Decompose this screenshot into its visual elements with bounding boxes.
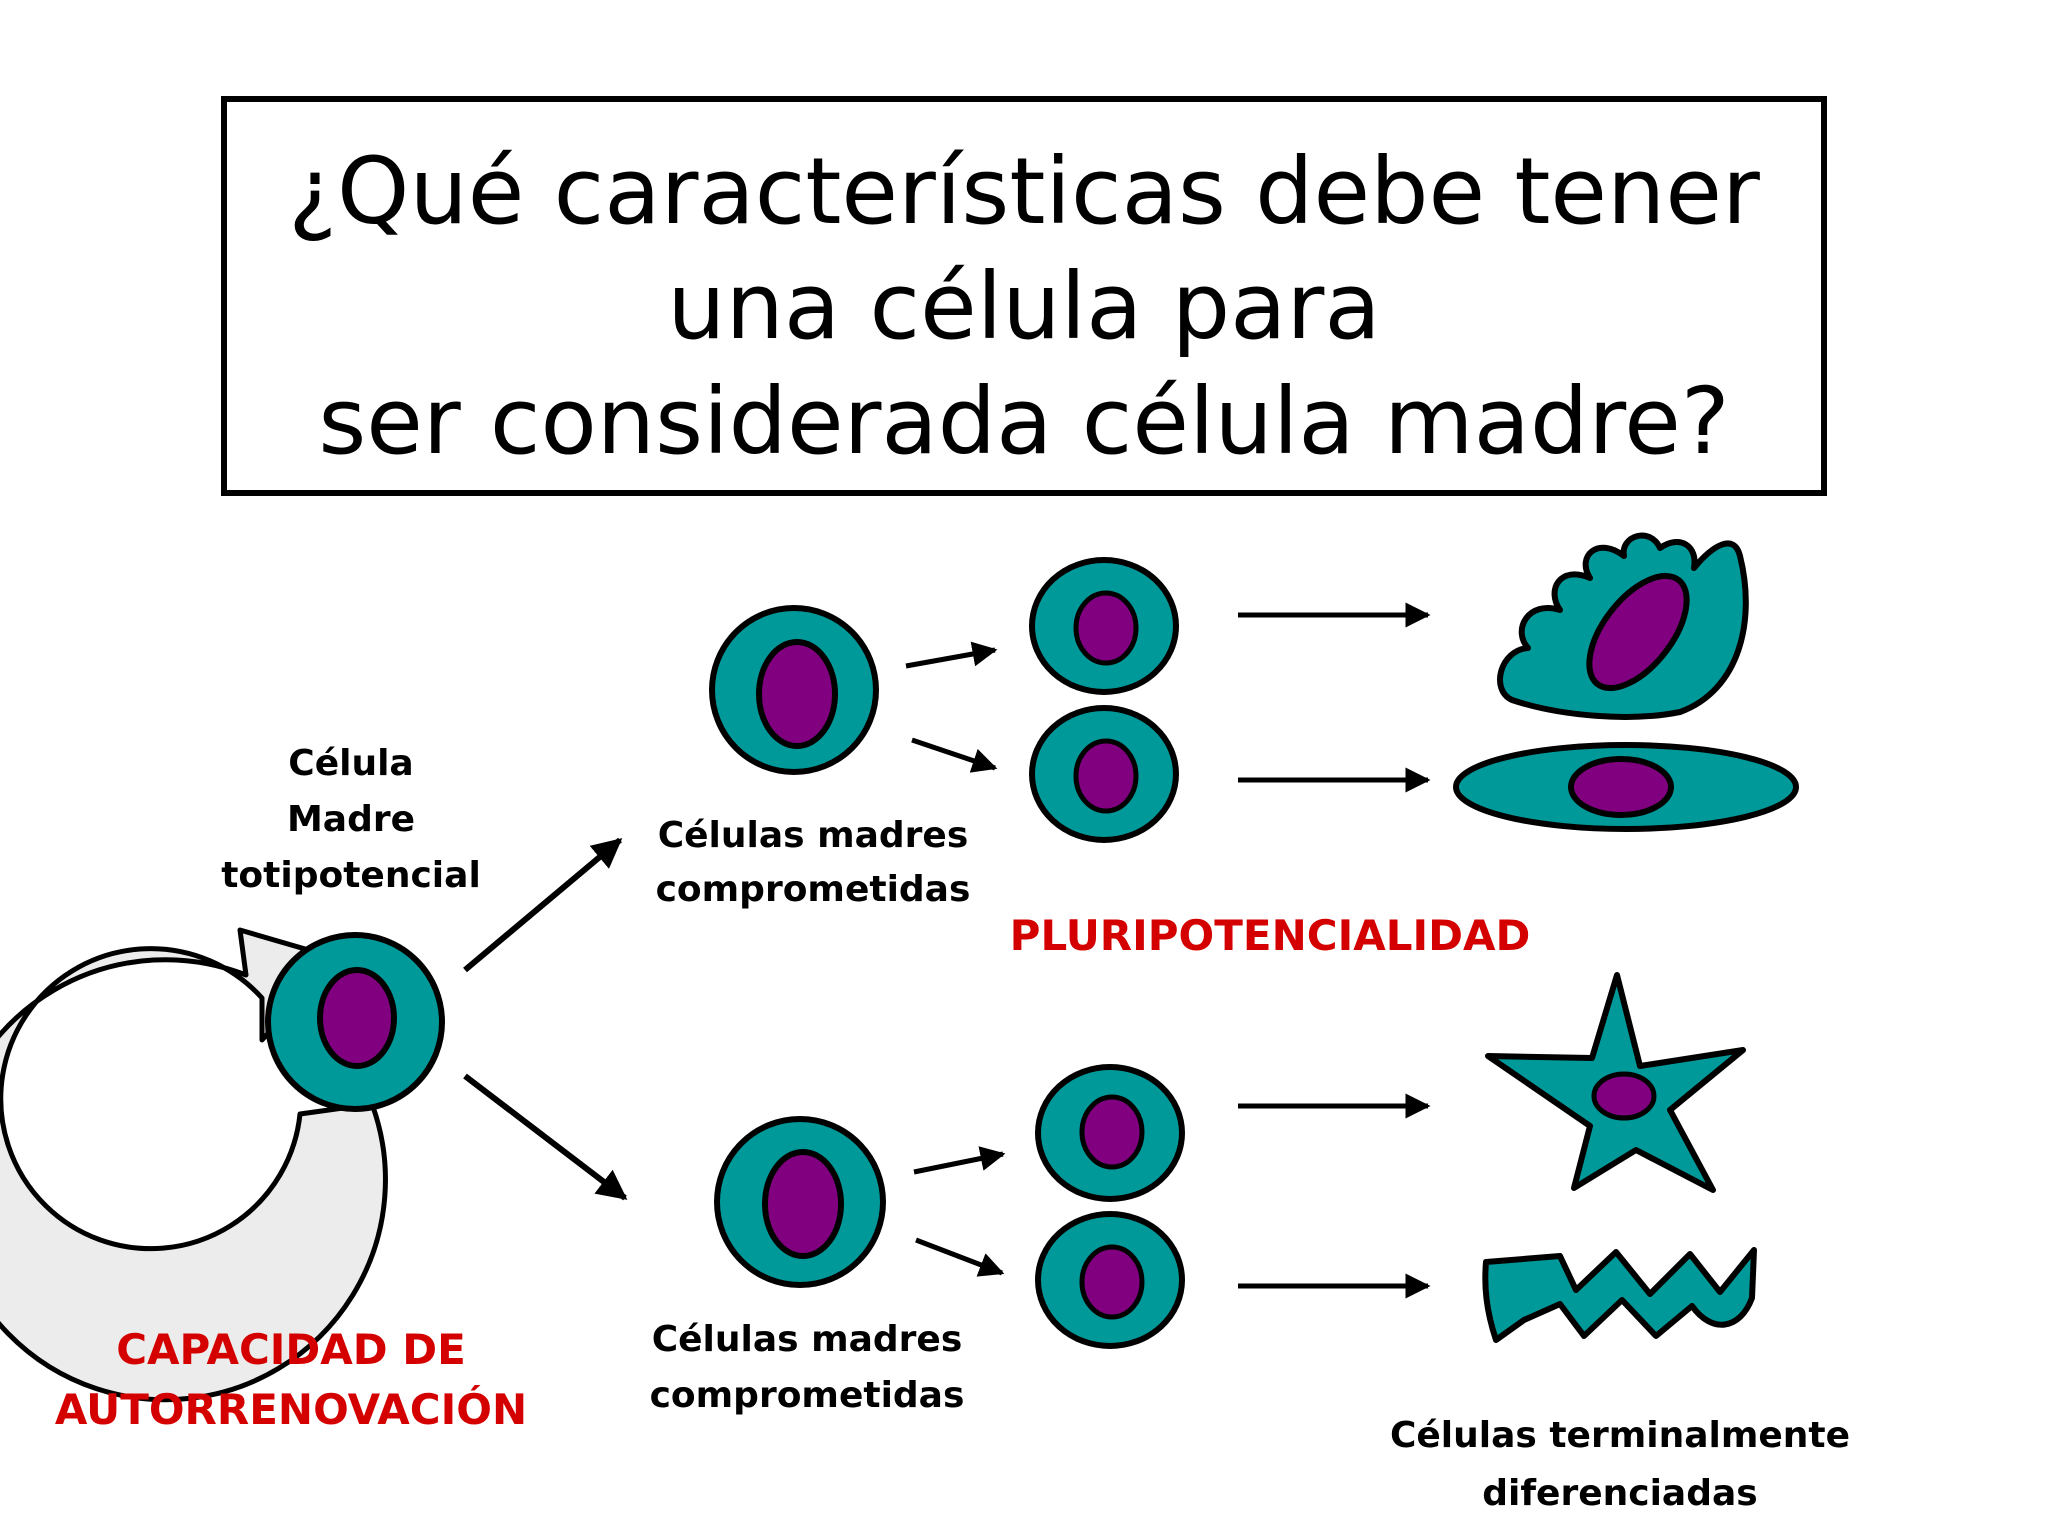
arrow-bottom-lower: [915, 1237, 1005, 1277]
differentiated-cell-elongated: [1453, 742, 1799, 832]
label-self-renewal-2: AUTORRENOVACIÓN: [54, 1385, 528, 1434]
label-committed-top-2: comprometidas: [655, 869, 971, 910]
label-self-renewal-1: CAPACIDAD DE: [116, 1325, 466, 1374]
self-renewal-arrow: [0, 927, 388, 1403]
progenitor-cell-1: [1029, 557, 1179, 695]
title-line-3: ser considerada célula madre?: [318, 368, 1730, 475]
progenitor-cell-2: [1029, 705, 1179, 843]
progenitor-cell-4: [1035, 1211, 1185, 1349]
progenitor-cell-3: [1035, 1064, 1185, 1202]
label-totipotent-3: totipotencial: [221, 855, 481, 896]
totipotent-stem-cell: [265, 932, 445, 1112]
title-box: ¿Qué características debe tener una célu…: [221, 96, 1827, 496]
label-terminal-2: diferenciadas: [1482, 1473, 1758, 1514]
differentiated-cell-star: [1485, 972, 1746, 1193]
arrow-top-upper: [905, 641, 998, 669]
differentiated-cell-wavy: [1482, 1247, 1757, 1343]
arrow-to-bottom-branch: [463, 1073, 628, 1201]
title-line-2: una célula para: [667, 253, 1381, 360]
arrow-top-lower: [911, 737, 998, 773]
label-committed-bottom-1: Células madres: [651, 1319, 963, 1360]
title-line-1: ¿Qué características debe tener: [288, 138, 1760, 245]
committed-cell-top: [709, 605, 879, 775]
label-totipotent-2: Madre: [286, 799, 416, 840]
committed-cell-bottom: [714, 1116, 886, 1288]
label-totipotent-1: Célula: [288, 743, 414, 784]
differentiated-cell-ruffled: [1497, 532, 1749, 720]
label-pluripotency: PLURIPOTENCIALIDAD: [1009, 911, 1531, 960]
arrow-to-top-branch: [463, 837, 623, 973]
label-committed-top-1: Células madres: [657, 815, 969, 856]
label-terminal-1: Células terminalmente: [1389, 1415, 1851, 1456]
label-committed-bottom-2: comprometidas: [649, 1375, 965, 1416]
arrow-bottom-upper: [913, 1146, 1006, 1175]
